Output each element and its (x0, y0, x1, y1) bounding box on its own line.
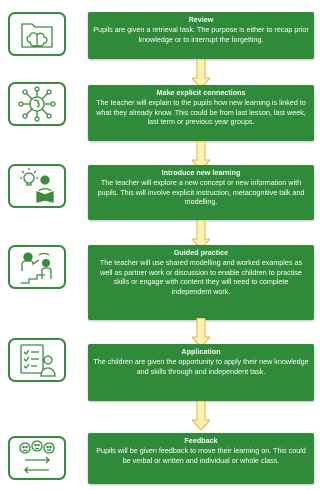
down-arrow (192, 401, 210, 431)
review-icon-box (8, 12, 66, 56)
step-introduce-new-learning: Introduce new learning The teacher will … (88, 165, 314, 220)
step-text: The children are given the opportunity t… (93, 357, 309, 376)
step-review: Review Pupils are given a retrieval task… (88, 12, 314, 59)
step-text: The teacher will use shared modelling an… (99, 258, 303, 296)
step-title: Guided practice (173, 248, 229, 257)
step-title: Application (181, 347, 221, 356)
step-title: Make explicit connections (156, 88, 246, 97)
connections-icon-box (8, 82, 66, 126)
down-arrow (192, 220, 210, 250)
guided-practice-icon-box (8, 245, 66, 289)
step-application: Application The children are given the o… (88, 344, 314, 401)
step-guided-practice: Guided practice The teacher will use sha… (88, 245, 314, 320)
feedback-icon-box (8, 436, 66, 480)
step-make-explicit-connections: Make explicit connections The teacher wi… (88, 85, 314, 141)
step-text: The teacher will explain to the pupils h… (96, 98, 306, 126)
network-brain-icon (18, 86, 56, 122)
down-arrow (192, 59, 210, 89)
step-title: Introduce new learning (161, 168, 241, 177)
step-feedback: Feedback Pupils will be given feedback t… (88, 433, 314, 484)
feedback-cycle-icon (19, 440, 55, 474)
coaching-icon (21, 252, 52, 284)
step-title: Review (188, 15, 214, 24)
step-text: Pupils will be given feedback to move th… (96, 446, 306, 465)
lightbulb-reader-icon (20, 168, 54, 203)
down-arrow (192, 318, 210, 348)
application-icon-box (8, 338, 66, 382)
checklist-person-icon (20, 344, 56, 377)
step-title: Feedback (184, 436, 218, 445)
new-learning-icon-box (8, 164, 66, 208)
brain-folder-icon (21, 23, 53, 48)
step-text: The teacher will explore a new concept o… (97, 178, 305, 206)
step-text: Pupils are given a retrieval task. The p… (93, 25, 309, 44)
